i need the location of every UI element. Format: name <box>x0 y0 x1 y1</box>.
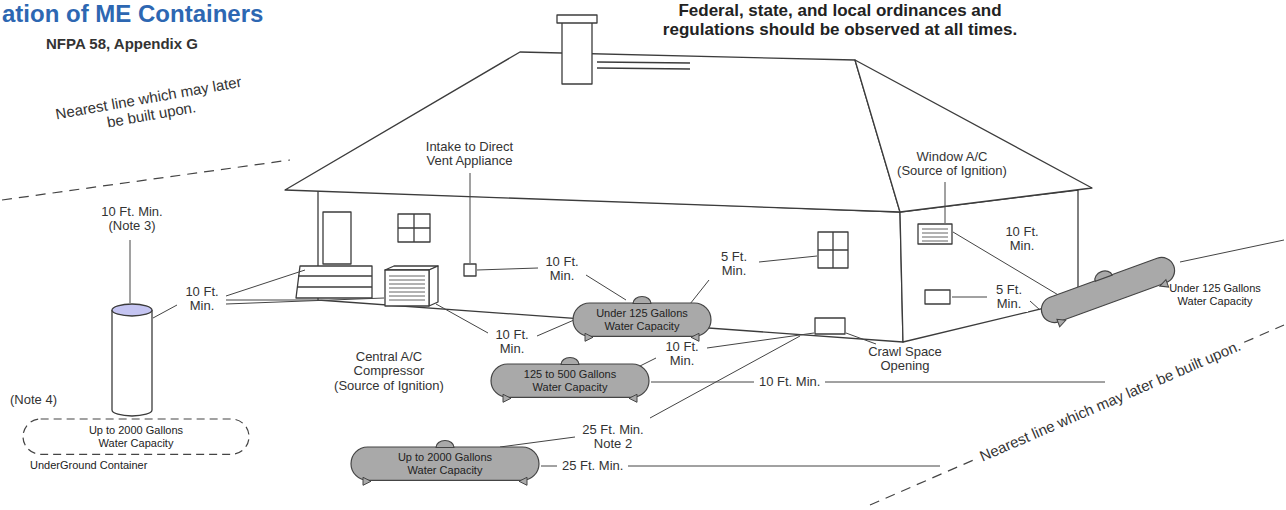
crawl-space-opening <box>815 318 845 334</box>
tank-foot <box>1158 280 1168 290</box>
clearance-dimension: 10 Ft. Min. (Note 3) <box>95 205 169 234</box>
cylinder-top <box>112 304 152 316</box>
clearance-dimension: 10 Ft. Min. <box>757 375 822 389</box>
window <box>398 214 430 242</box>
tank-dome <box>436 441 454 448</box>
ignition-source-label: Window A/C (Source of Ignition) <box>892 150 1012 179</box>
tank-foot <box>691 333 699 341</box>
propane-tank: Under 125 Gallons Water Capacity <box>572 302 712 337</box>
tank-body <box>491 364 649 397</box>
crawl-space-opening <box>925 290 950 304</box>
tank-capacity: 125 to 500 Gallons Water Capacity <box>512 368 628 393</box>
compressor-front <box>385 270 429 306</box>
clearance-dimension: 10 Ft. Min. <box>180 285 224 314</box>
property-line <box>2 160 1284 505</box>
standard-reference: NFPA 58, Appendix G <box>44 36 200 53</box>
chimney <box>562 22 592 84</box>
underground-cylinder <box>112 304 152 416</box>
tank-capacity: Up to 2000 Gallons Water Capacity <box>78 424 194 449</box>
chimney-cap <box>557 15 597 23</box>
underground-tank: Up to 2000 Gallons Water CapacityUnderGr… <box>22 418 250 472</box>
tank-capacity: Up to 2000 Gallons Water Capacity <box>385 451 505 476</box>
compressor-side <box>429 266 438 306</box>
gable <box>855 60 1092 212</box>
tank-foot <box>363 477 371 485</box>
tank-dome <box>1093 269 1112 282</box>
clearance-dimension: 5 Ft. Min. <box>712 250 756 279</box>
tank-dome <box>561 358 579 365</box>
dashed-outline <box>23 419 249 454</box>
propane-tank: Up to 2000 Gallons Water Capacity <box>350 446 540 481</box>
door <box>323 212 351 264</box>
clearance-dimension: 10 Ft. Min. <box>660 340 704 369</box>
compressor-grille <box>389 276 425 300</box>
steps <box>296 266 372 298</box>
window-frame <box>398 214 430 242</box>
underground-outline: Up to 2000 Gallons Water Capacity <box>22 418 250 455</box>
ignition-source-label: Central A/C Compressor (Source of Igniti… <box>330 350 448 393</box>
roof-lines <box>597 62 690 69</box>
tank-foot <box>519 477 527 485</box>
tank-dome <box>633 297 651 304</box>
window-ac <box>918 224 952 244</box>
clearance-dimension: 25 Ft. Min. Note 2 <box>578 423 648 452</box>
vent-intake <box>464 264 476 276</box>
dimension-lines <box>130 173 1284 466</box>
front-wall <box>318 190 903 342</box>
propane-tank: Under 125 Gallons Water Capacity <box>1028 252 1268 324</box>
clearance-dimension: 10 Ft. Min. <box>540 255 584 284</box>
boundary-label: Nearest line which may later be built up… <box>48 72 253 140</box>
tank-body <box>351 447 539 480</box>
window-frame <box>818 232 848 268</box>
clearance-dimension: 10 Ft. Min. <box>1000 225 1044 254</box>
tank-body <box>573 303 711 336</box>
clearance-dimension: 10 Ft. Min. <box>490 328 534 357</box>
clearance-dimension: 5 Ft. Min. <box>990 283 1028 312</box>
tank-capacity: Under 125 Gallons Water Capacity <box>1163 282 1267 307</box>
diagram-title: ation of ME Containers <box>2 0 263 28</box>
window-ac-grille <box>922 229 948 241</box>
clearance-dimension: 25 Ft. Min. <box>560 459 625 473</box>
opening-label: Crawl Space Opening <box>862 345 948 374</box>
regulation-note: Federal, state, and local ordinances and… <box>638 2 1042 39</box>
boundary-label: Nearest line which may later be built up… <box>975 337 1245 466</box>
appliance-label: Intake to Direct Vent Appliance <box>415 140 524 169</box>
tank-foot <box>503 394 511 402</box>
tank-body <box>1038 254 1178 326</box>
tank-foot <box>1057 316 1067 326</box>
cylinder-body <box>112 310 152 416</box>
slanted-tank <box>1036 248 1180 331</box>
tank-type: UnderGround Container <box>22 459 250 472</box>
house <box>285 15 1092 342</box>
window <box>818 232 848 268</box>
propane-tank: 125 to 500 Gallons Water Capacity <box>490 363 650 398</box>
note-reference: (Note 4) <box>8 393 59 407</box>
tank-capacity: Under 125 Gallons Water Capacity <box>588 307 696 332</box>
tank-foot <box>585 333 593 341</box>
tank-caption: Under 125 Gallons Water Capacity <box>1163 282 1267 307</box>
tank-foot <box>629 394 637 402</box>
